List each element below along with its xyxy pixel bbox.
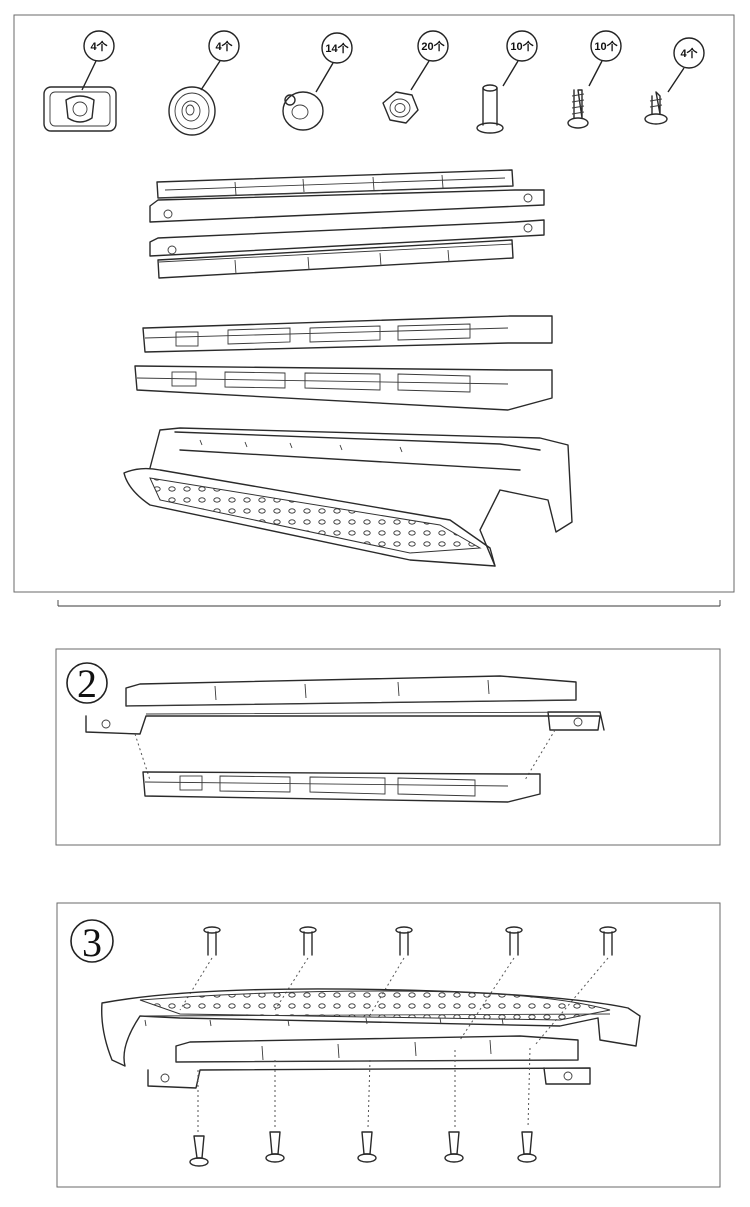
support-rail-step2 [142,771,541,803]
panel-1-frame [13,14,735,593]
hex-nut-icon [382,91,419,124]
short-screw-icon [644,91,668,125]
pin-rivet-icon [476,84,504,134]
panel-3-frame [56,902,721,1188]
step-number: 3 [82,920,102,965]
bracket-rail-upper [149,169,545,223]
qty-callout-6: 10个 [588,30,622,87]
pin-rivet-icon [299,926,317,956]
step-board [123,427,573,567]
self-tapping-screw-icon [567,89,589,129]
qty-callout-3: 14个 [315,32,353,93]
bracket-rail-lower [149,219,545,279]
step-3-badge: 3 [70,919,114,965]
pin-rivet-icon [395,926,413,956]
qty-callout-7: 4个 [667,37,705,93]
panel-2-frame [55,648,721,846]
self-tapping-screw-icon [357,1131,377,1163]
panel-1-parts-overview: 4个 4个 14个 20个 10个 10个 [13,14,735,593]
qty-label: 4个 [680,46,698,60]
qty-callout-5: 10个 [502,30,538,87]
qty-label: 10个 [510,39,534,53]
self-tapping-screw-icon [189,1135,209,1167]
self-tapping-screw-icon [517,1131,537,1163]
screws-bottom [189,1131,537,1167]
qty-label: 10个 [594,39,618,53]
qty-callout-2: 4个 [200,30,240,91]
qty-label: 4个 [90,39,108,53]
clip-nut-icon [282,91,324,131]
support-rail-2 [134,365,553,411]
self-tapping-screw-icon [265,1131,285,1163]
pin-rivet-icon [599,926,617,956]
qty-label: 4个 [215,39,233,53]
pin-rivet-icon [505,926,523,956]
self-tapping-screw-icon [444,1131,464,1163]
bracket-rail-step3 [147,1035,591,1089]
step-number: 2 [77,661,97,706]
step-board-step3 [101,988,641,1067]
bracket-rail-step2 [85,675,605,735]
qty-label: 20个 [421,39,445,53]
panel-3-step: 3 [56,902,721,1188]
qty-label: 14个 [325,41,349,55]
pin-rivet-icon [203,926,221,956]
square-clip-icon [43,86,117,132]
round-grommet-icon [168,86,216,136]
qty-callout-4: 20个 [410,30,449,91]
step-2-badge: 2 [66,661,108,706]
support-rail-1 [142,315,553,353]
screw-alignment-lines [197,1047,531,1132]
panel-2-step: 2 [55,648,721,846]
separator-bracket [57,600,721,607]
rivet-alignment-lines [179,957,609,1046]
qty-callout-1: 4个 [81,30,115,91]
alignment-line-right [524,729,556,781]
pin-rivets-top [203,926,617,956]
